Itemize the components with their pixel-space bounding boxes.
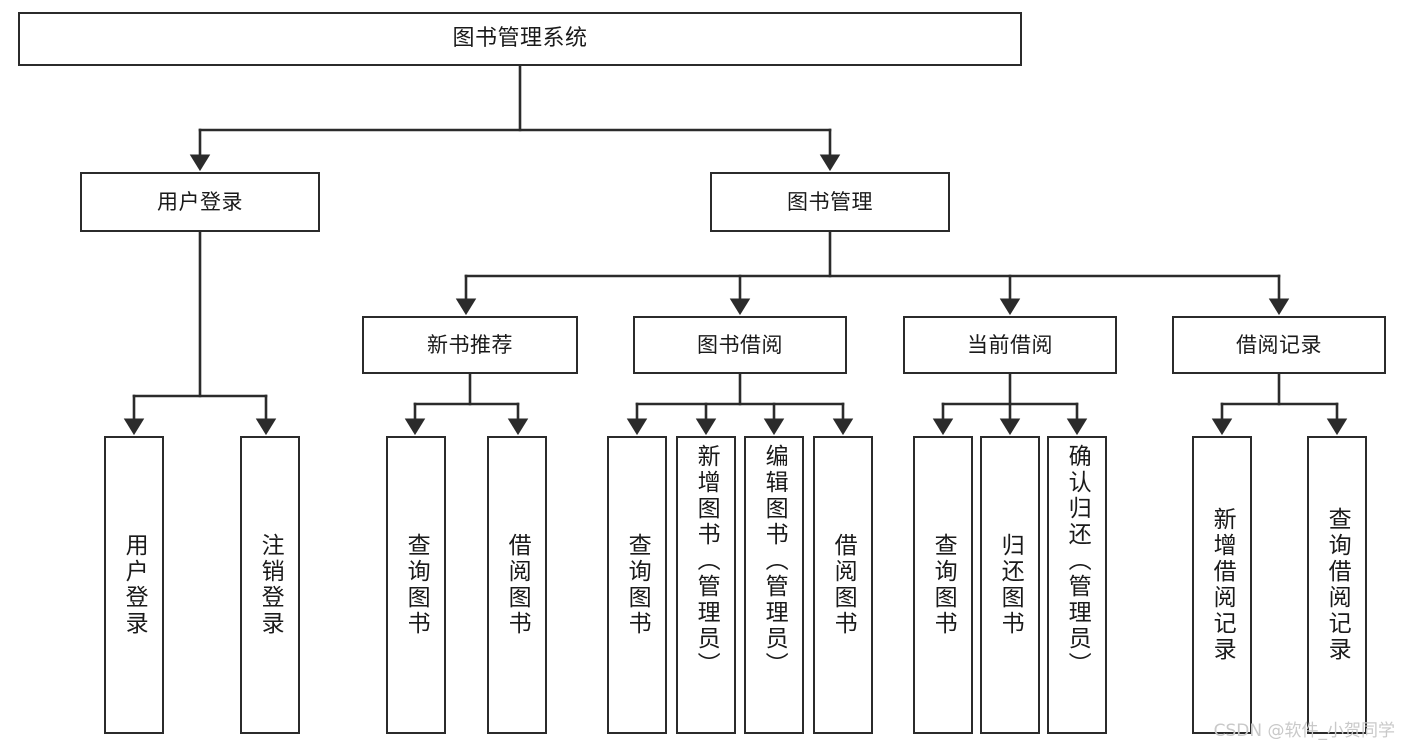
node-label: 当前借阅 bbox=[967, 332, 1053, 357]
node-label: 注销登录 bbox=[257, 533, 284, 637]
node-label: 新增图书（管理员） bbox=[693, 444, 720, 678]
watermark-text: CSDN @软件_小贺同学 bbox=[1213, 721, 1395, 741]
node-label: 图书管理 bbox=[787, 189, 873, 214]
node-book-manage[interactable]: 图书管理 bbox=[710, 172, 950, 232]
node-leaf-query-book-2[interactable]: 查询图书 bbox=[607, 436, 667, 734]
node-leaf-query-book-3[interactable]: 查询图书 bbox=[913, 436, 973, 734]
node-label: 借阅图书 bbox=[830, 533, 857, 637]
node-leaf-logout[interactable]: 注销登录 bbox=[240, 436, 300, 734]
node-label: 查询图书 bbox=[624, 533, 651, 637]
node-new-book-recommend[interactable]: 新书推荐 bbox=[362, 316, 578, 374]
node-leaf-edit-book[interactable]: 编辑图书（管理员） bbox=[744, 436, 804, 734]
node-label: 图书管理系统 bbox=[452, 26, 588, 52]
node-leaf-return-book[interactable]: 归还图书 bbox=[980, 436, 1040, 734]
node-leaf-add-record[interactable]: 新增借阅记录 bbox=[1192, 436, 1252, 734]
node-label: 新书推荐 bbox=[427, 332, 513, 357]
node-label: 查询图书 bbox=[930, 533, 957, 637]
node-leaf-user-login[interactable]: 用户登录 bbox=[104, 436, 164, 734]
node-root-system[interactable]: 图书管理系统 bbox=[18, 12, 1022, 66]
node-label: 编辑图书（管理员） bbox=[761, 444, 788, 678]
node-label: 借阅图书 bbox=[504, 533, 531, 637]
node-leaf-query-record[interactable]: 查询借阅记录 bbox=[1307, 436, 1367, 734]
node-leaf-confirm-return[interactable]: 确认归还（管理员） bbox=[1047, 436, 1107, 734]
node-label: 新增借阅记录 bbox=[1209, 507, 1236, 663]
node-label: 借阅记录 bbox=[1236, 332, 1322, 357]
node-label: 查询借阅记录 bbox=[1324, 507, 1351, 663]
node-leaf-add-book[interactable]: 新增图书（管理员） bbox=[676, 436, 736, 734]
node-current-borrow[interactable]: 当前借阅 bbox=[903, 316, 1117, 374]
node-label: 确认归还（管理员） bbox=[1064, 444, 1091, 678]
node-borrow-record[interactable]: 借阅记录 bbox=[1172, 316, 1386, 374]
node-leaf-borrow-book-1[interactable]: 借阅图书 bbox=[487, 436, 547, 734]
node-label: 图书借阅 bbox=[697, 332, 783, 357]
node-leaf-query-book-1[interactable]: 查询图书 bbox=[386, 436, 446, 734]
node-leaf-borrow-book-2[interactable]: 借阅图书 bbox=[813, 436, 873, 734]
node-label: 用户登录 bbox=[121, 533, 148, 637]
node-label: 归还图书 bbox=[997, 533, 1024, 637]
node-user-login[interactable]: 用户登录 bbox=[80, 172, 320, 232]
node-label: 查询图书 bbox=[403, 533, 430, 637]
node-book-borrow[interactable]: 图书借阅 bbox=[633, 316, 847, 374]
node-label: 用户登录 bbox=[157, 189, 243, 214]
